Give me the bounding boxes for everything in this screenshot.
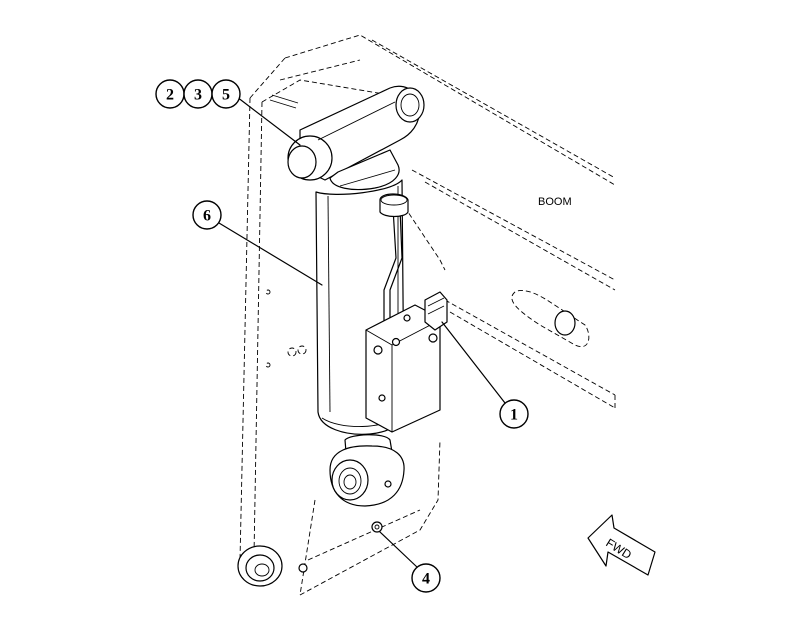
- callout-3: 3: [183, 79, 213, 109]
- leader-235: [236, 96, 301, 146]
- callout-1-label: 1: [510, 407, 518, 424]
- boom-label: BOOM: [538, 196, 572, 208]
- rod-end-eye: [329, 434, 405, 507]
- callout-5-label: 5: [222, 87, 230, 104]
- callout-2: 2: [155, 79, 185, 109]
- fwd-arrow: FWD: [587, 514, 656, 576]
- callout-2-label: 2: [166, 87, 174, 104]
- leader-lines: [213, 96, 506, 569]
- leader-6: [213, 219, 323, 286]
- support-frame: [239, 59, 441, 596]
- callout-5: 5: [211, 79, 241, 109]
- cylinder-head-pin: [287, 85, 425, 191]
- callout-6-label: 6: [203, 208, 211, 225]
- grease-fitting: [371, 521, 383, 533]
- callout-4: 4: [411, 563, 441, 593]
- callout-1: 1: [499, 399, 529, 429]
- leader-1: [441, 321, 506, 404]
- hose-line: [379, 193, 409, 326]
- callout-6: 6: [192, 200, 222, 230]
- boom-plate: [249, 34, 616, 409]
- leader-4: [379, 531, 419, 569]
- valve-block: [365, 291, 448, 433]
- callout-3-label: 3: [194, 87, 202, 104]
- bottom-pivot-pin: [237, 545, 308, 587]
- callout-4-label: 4: [422, 571, 430, 588]
